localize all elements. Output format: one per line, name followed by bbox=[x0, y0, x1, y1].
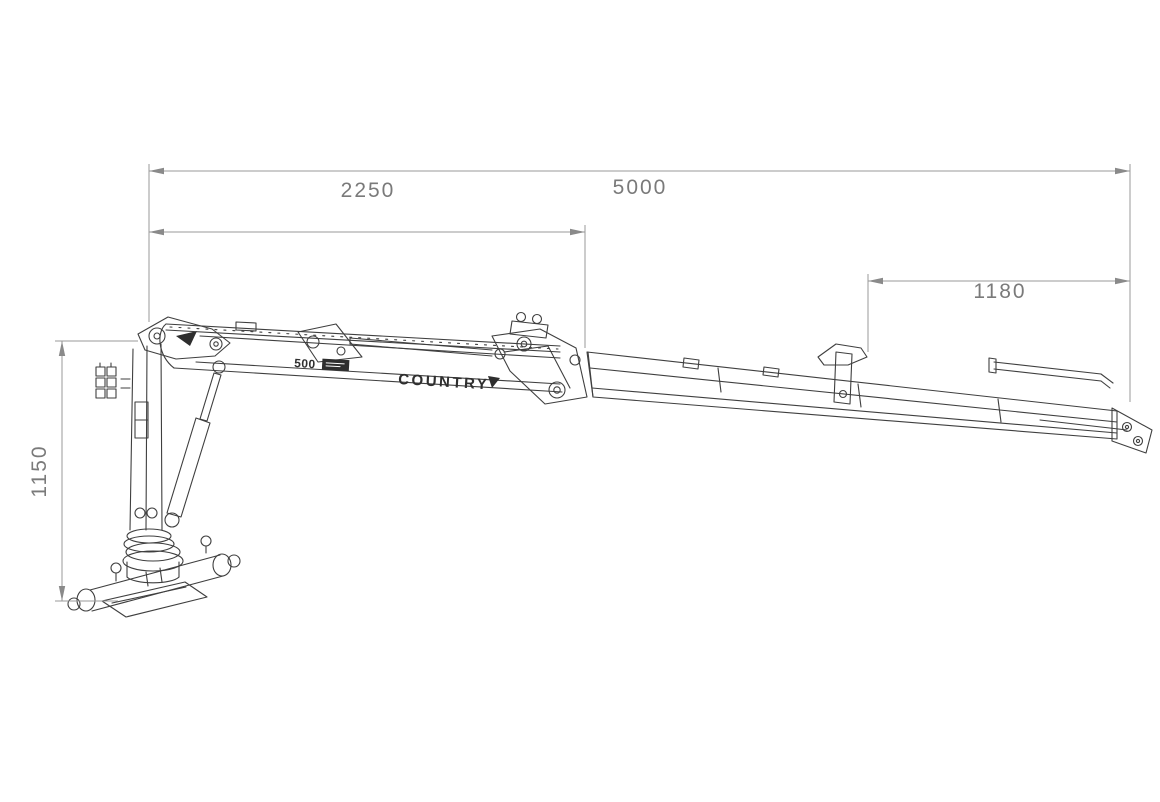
crane-base-assembly bbox=[67, 528, 241, 618]
dimension-overall-length: 5000 bbox=[148, 164, 1131, 402]
dimension-column-height: 1150 bbox=[28, 340, 138, 602]
boom-support-bracket bbox=[817, 343, 868, 405]
model-number: 500 bbox=[294, 356, 316, 371]
inner-boom bbox=[159, 321, 563, 393]
crane-drawing: 500 COUNTRY bbox=[67, 311, 1153, 618]
dim-label-inner-boom-length: 2250 bbox=[341, 179, 396, 202]
dimensions: 5000 2250 1180 1150 bbox=[28, 164, 1131, 602]
outer-boom bbox=[586, 351, 1118, 440]
lift-cylinder bbox=[164, 360, 226, 528]
brand-name: COUNTRY bbox=[398, 371, 490, 393]
boom-tip bbox=[1039, 407, 1153, 454]
dimension-extension-length: 1180 bbox=[867, 274, 1130, 352]
model-label: 500 bbox=[294, 356, 350, 372]
hydraulic-hose-block bbox=[95, 362, 131, 399]
brand-logo-mark bbox=[488, 376, 500, 388]
dim-label-column-height: 1150 bbox=[28, 444, 51, 497]
model-badge bbox=[321, 358, 350, 372]
brand-label: COUNTRY bbox=[398, 371, 500, 393]
crane-column bbox=[129, 316, 231, 531]
extension-slide-bar bbox=[988, 357, 1114, 389]
dimension-inner-boom-length: 2250 bbox=[149, 179, 586, 348]
decal-triangle bbox=[176, 331, 197, 346]
knuckle-linkage bbox=[491, 311, 594, 405]
dim-label-extension-length: 1180 bbox=[973, 280, 1026, 303]
dim-label-overall-length: 5000 bbox=[613, 176, 668, 199]
